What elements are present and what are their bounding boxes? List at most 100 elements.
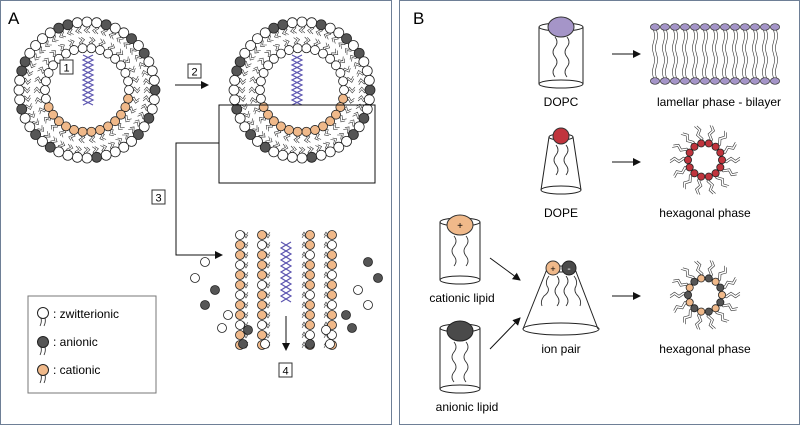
lipid-headgroup	[327, 280, 337, 290]
lipid-headgroup	[286, 17, 298, 29]
lipid-headgroup	[760, 77, 770, 85]
hexagonal-phase-label-1: hexagonal phase	[659, 206, 751, 220]
anionic-lipid-shape	[439, 320, 481, 394]
lipid-headgroup	[690, 304, 699, 313]
lipid-headgroup	[305, 320, 315, 330]
lipid-headgroup	[24, 47, 36, 59]
lipid-headgroup	[235, 240, 245, 250]
legend-zwitterionic-icon	[37, 307, 49, 327]
lipid-headgroup	[258, 68, 269, 78]
lipid-headgroup	[48, 60, 58, 71]
lipid-headgroup	[103, 121, 113, 132]
step-1-number: 1	[63, 63, 69, 75]
lipid-headgroup	[41, 93, 51, 104]
lipid-headgroup	[100, 19, 112, 31]
lipid-headgroup	[327, 240, 337, 250]
lipid-headgroup	[305, 260, 315, 270]
lipid-headgroup	[243, 325, 253, 335]
lipid-headgroup	[306, 17, 318, 29]
lipid-headgroup	[69, 125, 79, 135]
lipid-headgroup	[235, 330, 245, 340]
lipid-headgroup	[235, 270, 245, 280]
lipid-headgroup	[44, 27, 56, 39]
lipid-headgroup	[685, 298, 694, 307]
lipid-headgroup	[53, 22, 65, 34]
lipid-headgroup	[363, 74, 375, 86]
lipid-headgroup	[235, 300, 245, 310]
ion-pair-plus: +	[550, 264, 555, 274]
lipid-headgroup	[339, 85, 349, 95]
lipid-headgroup	[760, 23, 770, 31]
lipid-headgroup	[325, 116, 336, 127]
lipid-headgroup	[770, 23, 780, 31]
lipid-headgroup	[235, 260, 245, 270]
lipid-headgroup	[138, 47, 150, 59]
lipid-headgroup	[14, 74, 26, 86]
lipid-headgroup	[138, 121, 150, 133]
lipid-headgroup	[235, 310, 245, 320]
dope-lipid-shape	[540, 127, 582, 195]
lipid-headgroup	[123, 76, 133, 87]
lipid-headgroup	[95, 45, 105, 55]
lipid-headgroup	[301, 126, 312, 137]
lipid-headgroup	[252, 135, 263, 147]
lipid-headgroup	[324, 146, 336, 158]
lipid-headgroup	[123, 93, 133, 104]
lipid-headgroup	[217, 323, 227, 333]
lipid-headgroup	[132, 40, 144, 51]
lipid-headgroup	[704, 139, 713, 148]
lipid-headgroup	[740, 23, 750, 31]
lipid-headgroup	[324, 22, 336, 34]
ion-pair-anionic-head	[561, 260, 577, 276]
lipid-headgroup	[146, 65, 158, 77]
lipid-headgroup	[704, 307, 713, 316]
lipid-headgroup	[61, 48, 71, 59]
lipid-headgroup	[256, 93, 266, 104]
lipid-headgroup	[118, 27, 130, 39]
lipid-headgroup	[305, 270, 315, 280]
lipid-headgroup	[86, 126, 97, 137]
lipid-headgroup	[257, 250, 267, 260]
panel-a-label: A	[8, 9, 20, 28]
lipid-headgroup	[95, 125, 105, 135]
panel-b	[399, 0, 800, 425]
lipid-headgroup	[305, 339, 315, 349]
lipid-headgroup	[238, 339, 248, 349]
lipid-headgroup	[325, 339, 335, 349]
lipid-headgroup	[231, 65, 243, 77]
lipid-headgroup	[258, 102, 269, 112]
lipid-headgroup	[43, 102, 54, 112]
cationic-lipid-label: cationic lipid	[429, 291, 494, 305]
lipid-headgroup	[263, 60, 273, 71]
lipid-headgroup	[48, 109, 58, 120]
cationic-lipid-shape: +	[439, 214, 481, 285]
lipid-headgroup	[229, 94, 241, 106]
dope-headgroup	[552, 127, 570, 145]
lipid-headgroup	[132, 129, 144, 140]
lipid-headgroup	[235, 280, 245, 290]
lipid-headgroup	[284, 45, 294, 55]
lipid-headgroup	[341, 135, 352, 147]
lipid-headgroup	[37, 135, 48, 147]
lipid-headgroup	[700, 23, 710, 31]
lipid-headgroup	[146, 103, 158, 115]
cationic-headgroup	[446, 214, 474, 236]
lipid-headgroup	[660, 23, 670, 31]
lipid-headgroup	[62, 19, 74, 31]
lipid-headgroup	[325, 53, 336, 64]
ion-pair-label: ion pair	[541, 342, 580, 356]
lipid-headgroup	[257, 260, 267, 270]
lipid-headgroup	[358, 112, 370, 124]
lipid-headgroup	[770, 77, 780, 85]
lipid-headgroup	[333, 27, 345, 39]
step-2-box: 2	[187, 63, 202, 79]
dna-strands	[81, 54, 304, 303]
lipid-headgroup	[361, 103, 373, 115]
lipid-headgroup	[228, 84, 240, 96]
lipid-headgroup	[268, 116, 279, 127]
lipid-headgroup	[697, 172, 706, 181]
lipid-headgroup	[327, 310, 337, 320]
lipid-headgroup	[14, 94, 26, 106]
lipid-headgroup	[263, 109, 273, 120]
lipid-headgroup	[310, 45, 320, 55]
